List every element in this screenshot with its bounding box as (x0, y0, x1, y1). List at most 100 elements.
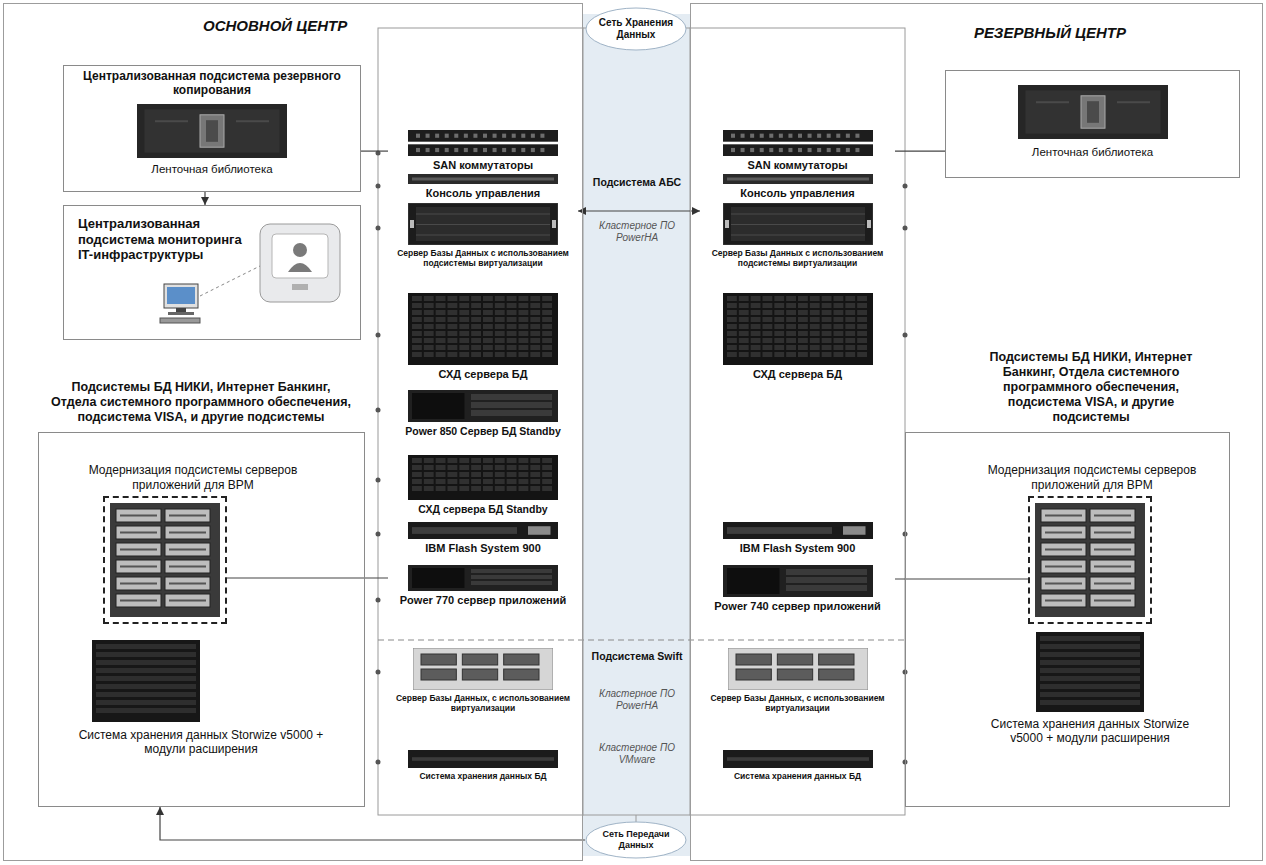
device-part (448, 465, 458, 470)
device-part (436, 479, 446, 484)
device-illustration (408, 455, 558, 500)
device-part (1040, 668, 1140, 673)
device-part (471, 296, 481, 301)
device-part (459, 465, 469, 470)
device-illustration (723, 750, 873, 768)
device-part (1045, 600, 1082, 602)
device-part (530, 352, 540, 357)
device-part (165, 526, 210, 539)
device-part (424, 324, 434, 329)
device-part (817, 148, 821, 152)
device-part (750, 148, 754, 152)
device-part (168, 312, 194, 315)
device-illustration (723, 565, 873, 597)
device-part (495, 324, 505, 329)
device-part (798, 317, 808, 322)
device-part (519, 331, 529, 336)
device-part (750, 317, 760, 322)
device-part (750, 324, 760, 329)
device: Сервер Базы Данных, с использованием вир… (700, 648, 895, 713)
device-part (774, 352, 784, 357)
subsystem-label: Подсистема Swift (584, 650, 690, 663)
device-part (1040, 644, 1140, 649)
device-part (855, 148, 859, 152)
network-name: Сеть Хранения Данных (594, 17, 678, 41)
device-part (762, 310, 772, 315)
device-part (412, 458, 422, 463)
device-part (857, 317, 867, 322)
device-part (471, 317, 481, 322)
device-part (1040, 692, 1140, 697)
device-part (416, 214, 550, 215)
device-part (412, 472, 422, 477)
device-part (530, 338, 540, 343)
device-part (169, 600, 206, 602)
device-part (448, 310, 458, 315)
device-part (424, 472, 434, 477)
device-part (1094, 532, 1131, 534)
device-label: СХД сервера БД Standby (388, 503, 578, 516)
device-part (412, 568, 465, 588)
device-part (1040, 676, 1140, 681)
device-part (410, 220, 414, 228)
data-center-panel: ОСНОВНОЙ ЦЕНТРЦентрализованная подсистем… (3, 3, 583, 861)
device-illustration (413, 648, 553, 690)
device-part (436, 324, 446, 329)
device-part (459, 296, 469, 301)
device-part (821, 324, 831, 329)
connector (361, 150, 388, 151)
device-part (473, 148, 477, 152)
device-part (845, 148, 849, 152)
device-part (809, 338, 819, 343)
device-part (459, 486, 469, 491)
box-text: Централизованная подсистема резервного к… (70, 69, 354, 98)
device-part (809, 352, 819, 357)
device-part (540, 134, 544, 138)
device-part (448, 324, 458, 329)
subsystem-label: Кластерное ПО PowerHA (584, 220, 690, 244)
device-illustration (137, 104, 287, 158)
device-label: IBM Flash System 900 (388, 542, 578, 555)
device-part (857, 352, 867, 357)
device-part (471, 465, 481, 470)
device-part (448, 338, 458, 343)
device-part (448, 486, 458, 491)
device-part (738, 331, 748, 336)
device-part (750, 331, 760, 336)
device-part (495, 472, 505, 477)
device-part (164, 284, 198, 308)
device-part (826, 134, 830, 138)
device-part (495, 345, 505, 350)
device-part (436, 303, 446, 308)
device-part (416, 235, 550, 236)
device-part (176, 308, 186, 312)
device-part (750, 303, 760, 308)
network-line (636, 815, 637, 822)
device-illustration (1035, 503, 1145, 617)
device-part (809, 345, 819, 350)
device-illustration (408, 203, 558, 245)
device-part (436, 296, 446, 301)
device-part (798, 331, 808, 336)
device-part (165, 509, 210, 522)
device-part (552, 220, 556, 228)
device-part (96, 692, 196, 697)
device-part (412, 479, 422, 484)
device-part (454, 148, 458, 152)
device-part (798, 324, 808, 329)
rack-dots (376, 151, 908, 765)
device-part (857, 324, 867, 329)
device-label: СХД сервера БД (388, 368, 578, 381)
rack-column (378, 28, 583, 815)
device-part (857, 310, 867, 315)
device-part (445, 134, 449, 138)
device-part (542, 324, 552, 329)
device-part (436, 458, 446, 463)
device-part (1094, 549, 1131, 551)
device-part (774, 303, 784, 308)
device-label: Сервер Базы Данных с использованием подс… (388, 248, 578, 268)
box-heading: Модернизация подсистемы серверов приложе… (982, 463, 1202, 492)
rack-dot (376, 478, 381, 483)
subsystem-box: Централизованная подсистема мониторинга … (63, 205, 361, 340)
